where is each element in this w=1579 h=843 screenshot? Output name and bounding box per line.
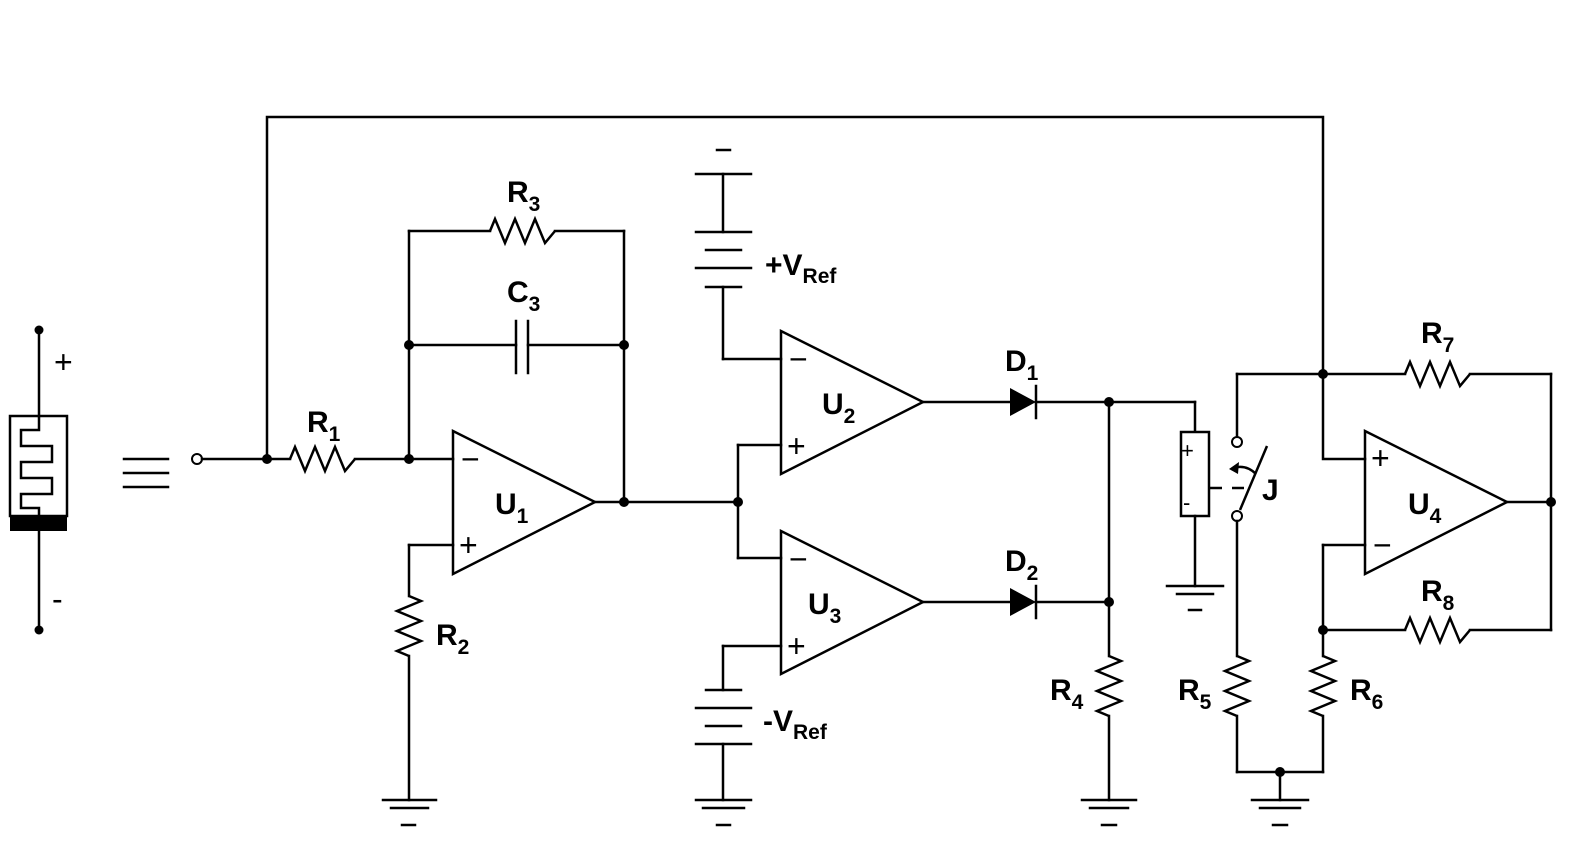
label-d1: D1	[1005, 345, 1039, 385]
label-r6: R6	[1350, 674, 1383, 714]
label-u3: U3	[808, 588, 841, 628]
resistor-r3	[488, 215, 556, 247]
junction-dots	[262, 340, 1556, 777]
label-neg-vref: -VRef	[763, 705, 828, 744]
resistor-r2	[393, 594, 425, 658]
label-r3: R3	[507, 176, 540, 216]
ground-r5-r6	[1250, 798, 1310, 827]
u2-noninverting-sign: +	[787, 428, 806, 464]
u2-inverting-sign: −	[789, 341, 808, 377]
label-u2: U2	[822, 388, 855, 428]
label-r5: R5	[1178, 674, 1212, 714]
u3-inverting-sign: −	[789, 541, 808, 577]
resistor-r5	[1221, 654, 1253, 718]
resistor-r6	[1307, 654, 1339, 718]
ground-r2	[381, 798, 438, 827]
label-d2: D2	[1005, 545, 1038, 585]
relay-coil-minus: -	[1183, 490, 1190, 515]
label-u4: U4	[1408, 488, 1442, 528]
opamp-u2: − +	[779, 328, 926, 477]
feedback-wire	[265, 115, 1367, 461]
u1-noninverting-sign: +	[459, 527, 478, 563]
capacitor-c3	[407, 319, 626, 375]
label-pos-vref: +VRef	[765, 249, 837, 288]
u4-inverting-sign: −	[1373, 527, 1392, 563]
u3-noninverting-sign: +	[787, 628, 806, 664]
sensor-minus-sign: -	[52, 581, 63, 617]
resistor-r4	[1093, 654, 1125, 718]
label-r1: R1	[307, 406, 341, 446]
relay-coil-plus: +	[1181, 438, 1194, 463]
label-r2: R2	[436, 619, 469, 659]
label-r7: R7	[1421, 317, 1454, 357]
relay-coil: + -	[1179, 430, 1211, 518]
u1-inverting-sign: −	[461, 441, 480, 477]
opamp-u1: − +	[451, 428, 598, 577]
opamp-u3: − +	[779, 528, 926, 677]
label-r8: R8	[1421, 575, 1455, 615]
battery-neg-vref	[694, 644, 783, 827]
ground-relay	[1165, 584, 1225, 612]
battery-pos-vref	[694, 148, 783, 361]
resistor-r1	[288, 443, 455, 475]
opamp-u4: + −	[1363, 428, 1510, 577]
sensor-symbol: + -	[8, 325, 73, 635]
resistor-r7	[1403, 358, 1471, 390]
diode-d1	[1010, 384, 1038, 420]
u4-noninverting-sign: +	[1371, 440, 1390, 476]
equivalence-sign	[122, 457, 170, 489]
resistor-r8	[1403, 614, 1471, 646]
sensor-plus-sign: +	[54, 344, 73, 380]
label-r4: R4	[1050, 674, 1084, 714]
diode-d2	[1010, 584, 1038, 620]
input-terminal	[191, 453, 203, 465]
label-u1: U1	[495, 488, 529, 528]
label-j: J	[1262, 474, 1279, 507]
ground-r4	[1080, 798, 1138, 827]
relay-switch-j	[1210, 372, 1269, 658]
label-c3: C3	[507, 276, 540, 316]
